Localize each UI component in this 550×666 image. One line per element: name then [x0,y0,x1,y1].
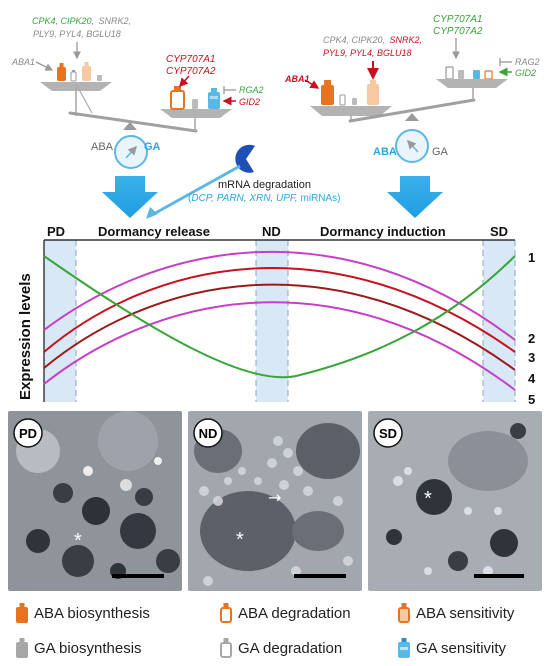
micro-nd-label: ND [199,426,218,441]
curve-5 [43,301,516,391]
svg-text:CPK4, CIPK20, SNRK2,: CPK4, CIPK20, SNRK2, [32,16,131,26]
left-aba-label: ABA [91,141,114,153]
y-axis-label: Expression levels [17,273,34,400]
pd-band [44,240,76,402]
left-cyp1: CYP707A1 [166,54,215,65]
curve-label-1: 1 [528,250,535,265]
micro-nd-scalebar [294,574,346,578]
svg-text:CPK4, CIPK20, SNRK2,: CPK4, CIPK20, SNRK2, [323,35,422,45]
micro-nd-arrow: → [268,488,281,507]
legend-aba-sensitivity: ABA sensitivity [398,603,514,623]
micrograph-nd: ND * → [188,411,362,591]
right-cyp2: CYP707A2 [433,26,483,37]
right-left-pan-bottles [321,80,379,106]
left-balance-scale: CPK4, CIPK20, SNRK2, PLY9, PYL4, BGLU18 … [11,16,264,169]
expression-panel: PD Dormancy release ND Dormancy inductio… [17,224,536,407]
filled-orange-bottle-icon [16,603,28,623]
micro-pd-badge [13,418,43,448]
stage-release: Dormancy release [98,224,210,239]
micro-pd-scalebar [112,574,164,578]
outline-gray-bottle-icon [220,638,232,658]
striped-orange-bottle-icon [398,603,410,623]
curve-2 [43,250,516,341]
legend-aba-biosynthesis: ABA biosynthesis [16,603,150,623]
right-pan-bottles [170,86,220,110]
left-gid2: GID2 [239,97,260,107]
left-rga2: RGA2 [239,85,264,95]
right-genes-line2: PYL9, PYL4, BGLU18 [323,48,412,58]
micro-sd-badge [373,418,403,448]
left-aba1-arrow [35,61,54,71]
legend-ga-biosynthesis: GA biosynthesis [16,638,142,658]
micro-pd-label: PD [19,426,37,441]
micro-sd-label: SD [379,426,397,441]
right-gid2: GID2 [515,68,536,78]
curve-1 [43,255,516,379]
left-genes-green: CPK4, CIPK20, [32,16,94,26]
left-genes-line2: PLY9, PYL4, BGLU18 [33,29,121,39]
left-pan-left [40,82,112,91]
left-ga-label: GA [144,141,161,153]
svg-text:(DCP, PARN, XRN, UPF,miRNAs): (DCP, PARN, XRN, UPF,miRNAs) [188,193,340,204]
stage-nd: ND [262,224,281,239]
micro-sd-scalebar [474,574,524,578]
right-genes-gray: CPK4, CIPK20, [323,35,385,45]
right-genes-red: SNRK2, [390,35,423,45]
right-aba1: ABA1 [284,74,310,84]
right-aba-label: ABA [373,146,397,158]
left-pan-right [160,109,232,118]
micrograph-pd: PD * [8,411,182,591]
right-cyp1: CYP707A1 [433,14,482,25]
filled-gray-bottle-icon [16,638,28,658]
curve-4 [43,283,516,371]
curve-label-5: 5 [528,392,535,407]
right-ga-label: GA [432,146,449,158]
right-balance-scale: CPK4, CIPK20, SNRK2, PYL9, PYL4, BGLU18 … [284,14,540,163]
mrna-mirnas: miRNAs) [300,193,340,204]
curve-3 [43,267,516,353]
mrna-title: mRNA degradation [218,179,311,191]
left-pan-bottles [57,62,102,82]
mrna-arrow [149,164,241,218]
striped-blue-bottle-icon [398,638,410,658]
right-rag2: RAG2 [515,57,540,67]
stage-pd: PD [47,224,65,239]
micro-nd-badge [193,418,223,448]
pacman-degradation-icon [235,144,255,173]
curve-label-3: 3 [528,350,535,365]
micrograph-sd: SD * [368,411,542,591]
stage-induction: Dormancy induction [320,224,446,239]
micro-sd-marker: * [424,488,432,510]
micro-nd-marker: * [236,529,244,551]
right-beam [348,98,476,123]
legend-ga-degradation: GA degradation [220,638,342,658]
right-down-arrow [387,176,443,218]
legend-aba-degradation: ABA degradation [220,603,351,623]
micro-pd-marker: * [74,530,82,552]
left-cyp2: CYP707A2 [166,66,216,77]
legend-ga-sensitivity: GA sensitivity [398,638,506,658]
mrna-genes: DCP, PARN, XRN, UPF, [191,193,297,204]
right-right-pan-bottles [445,66,493,80]
left-beam [68,111,198,133]
left-genes-rest: SNRK2, [99,16,132,26]
left-down-arrow [102,176,158,218]
stage-sd: SD [490,224,508,239]
left-aba1-label: ABA1 [11,57,35,67]
curve-label-4: 4 [528,371,536,386]
curve-label-2: 2 [528,331,535,346]
outline-orange-bottle-icon [220,603,232,623]
